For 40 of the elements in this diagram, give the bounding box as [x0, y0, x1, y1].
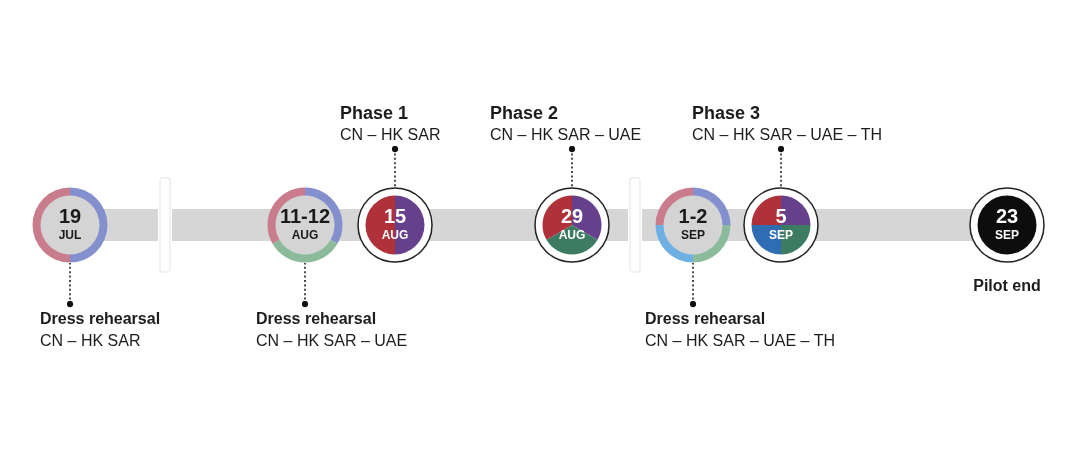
date-number: 23 [995, 206, 1019, 227]
callout-text: CN – HK SAR – UAE – TH [645, 331, 835, 351]
date-circle [357, 187, 433, 263]
leader-line [391, 145, 399, 188]
date-number: 1-2 [678, 206, 708, 227]
month-label: AUG [381, 229, 409, 242]
date-circle [267, 187, 343, 263]
month-label: SEP [769, 229, 793, 242]
month-label: JUL [58, 229, 82, 242]
date-circle [534, 187, 610, 263]
callout-title: Dress rehearsal [645, 309, 766, 329]
date-number: 29 [560, 206, 584, 227]
date-number: 15 [383, 206, 407, 227]
callout-title: Phase 1 [340, 102, 409, 124]
callout-title: Dress rehearsal [256, 309, 377, 329]
callout-title: Phase 2 [490, 102, 559, 124]
date-circle [969, 187, 1045, 263]
month-label: SEP [995, 229, 1019, 242]
date-number: 19 [58, 206, 82, 227]
callout-title: Dress rehearsal [40, 309, 161, 329]
milestone-caption: Pilot end [973, 276, 1041, 296]
callout-text: CN – HK SAR [340, 125, 441, 145]
leader-line [777, 145, 785, 188]
month-label: AUG [291, 229, 319, 242]
month-label: SEP [681, 229, 705, 242]
leader-line [66, 262, 74, 308]
leader-line [568, 145, 576, 188]
month-label: AUG [558, 229, 586, 242]
date-number: 11-12 [279, 206, 331, 227]
date-circle [655, 187, 731, 263]
date-circle [743, 187, 819, 263]
date-circle [32, 187, 108, 263]
date-number: 5 [775, 206, 787, 227]
callout-text: CN – HK SAR – UAE [256, 331, 408, 351]
leader-line [689, 262, 697, 308]
callout-text: CN – HK SAR [40, 331, 141, 351]
callout-text: CN – HK SAR – UAE – TH [692, 125, 882, 145]
callout-title: Phase 3 [692, 102, 761, 124]
callout-text: CN – HK SAR – UAE [490, 125, 642, 145]
leader-line [301, 262, 309, 308]
